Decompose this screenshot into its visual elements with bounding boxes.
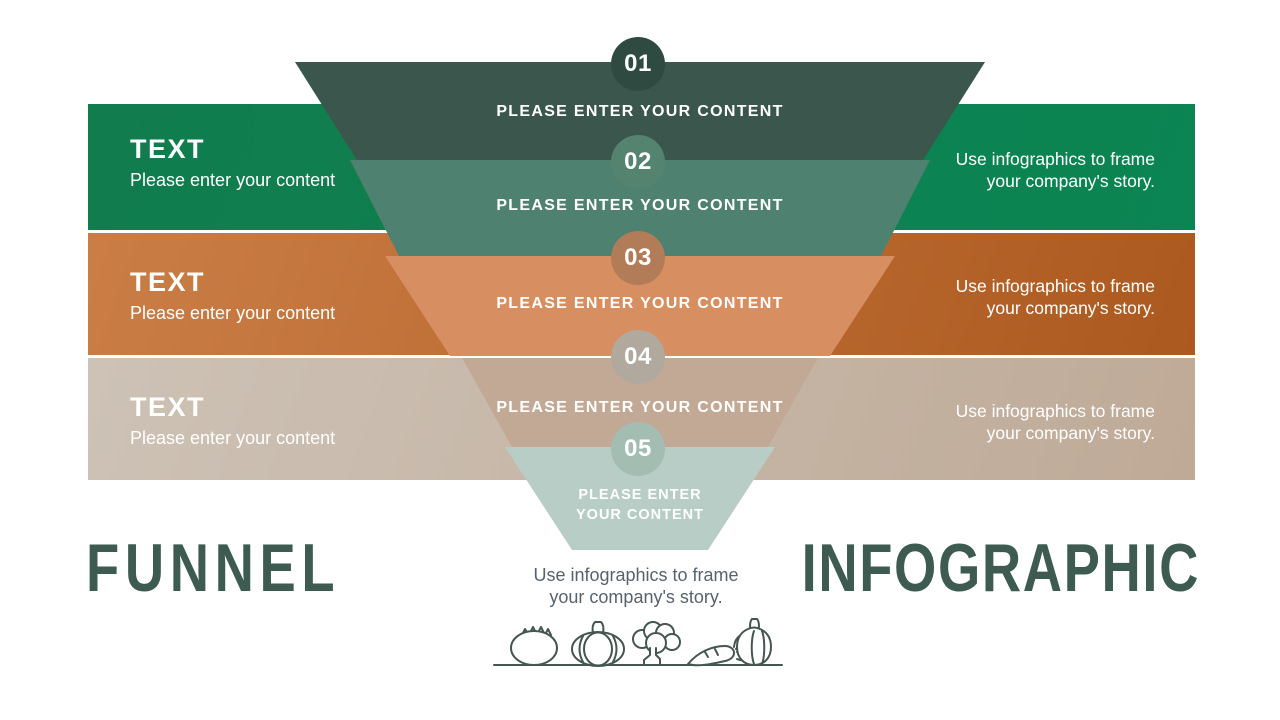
band-2-title: TEXT xyxy=(130,267,206,297)
step-circle-3 xyxy=(611,231,665,285)
bell-pepper-icon xyxy=(736,618,772,666)
footer-caption: Use infographics to frame your company's… xyxy=(486,565,786,608)
funnel-level-3-label: PLEASE ENTER YOUR CONTENT xyxy=(496,295,784,312)
pumpkin-icon xyxy=(571,621,625,667)
funnel-level-5-label-line-2: YOUR CONTENT xyxy=(576,507,704,523)
step-number-4: 04 xyxy=(624,343,652,370)
footer-caption-line-2: your company's story. xyxy=(549,586,723,607)
step-circle-4 xyxy=(611,330,665,384)
band-1-subtitle: Please enter your content xyxy=(130,170,336,190)
funnel-level-4-label: PLEASE ENTER YOUR CONTENT xyxy=(496,399,784,416)
band-3-subtitle: Please enter your content xyxy=(130,428,336,448)
step-circle-5 xyxy=(611,422,665,476)
step-circle-1 xyxy=(611,37,665,91)
band-2-right-text: Use infographics to frame your company's… xyxy=(956,275,1155,319)
page-title-infographic: INFOGRAPHIC xyxy=(801,530,1200,606)
band-2-right-line-1: Use infographics to frame xyxy=(955,276,1155,296)
funnel-level-5-label-line-1: PLEASE ENTER xyxy=(578,487,702,503)
broccoli-icon xyxy=(632,621,681,666)
band-3-right-line-2: your company's story. xyxy=(986,423,1155,443)
funnel-level-3-shape xyxy=(385,256,895,356)
band-2-subtitle: Please enter your content xyxy=(130,303,336,323)
footer-caption-line-1: Use infographics to frame xyxy=(533,565,739,585)
funnel-level-4-shape xyxy=(462,358,818,447)
funnel-level-5-shape xyxy=(505,447,775,550)
vegetables-illustration xyxy=(493,618,783,667)
page-title-funnel: FUNNEL xyxy=(86,530,341,606)
step-number-2: 02 xyxy=(624,148,652,175)
step-circle-2 xyxy=(611,135,665,189)
band-3-title: TEXT xyxy=(130,392,206,422)
band-2-right-line-2: your company's story. xyxy=(986,298,1155,318)
band-1-right-text: Use infographics to frame your company's… xyxy=(956,148,1155,192)
band-3-right-line-1: Use infographics to frame xyxy=(955,401,1155,421)
funnel-level-2-label: PLEASE ENTER YOUR CONTENT xyxy=(496,197,784,214)
tomato-icon xyxy=(510,626,558,666)
band-1-right-line-2: your company's story. xyxy=(986,171,1155,191)
step-number-5: 05 xyxy=(624,435,652,462)
funnel-level-5-label: PLEASE ENTER YOUR CONTENT xyxy=(540,485,740,525)
band-3-right-text: Use infographics to frame your company's… xyxy=(956,400,1155,444)
step-number-3: 03 xyxy=(624,244,652,271)
band-1-title: TEXT xyxy=(130,134,206,164)
funnel-level-1-label: PLEASE ENTER YOUR CONTENT xyxy=(496,103,784,120)
band-1-right-line-1: Use infographics to frame xyxy=(955,149,1155,169)
step-number-1: 01 xyxy=(624,50,652,77)
funnel-level-2-shape xyxy=(350,160,930,256)
